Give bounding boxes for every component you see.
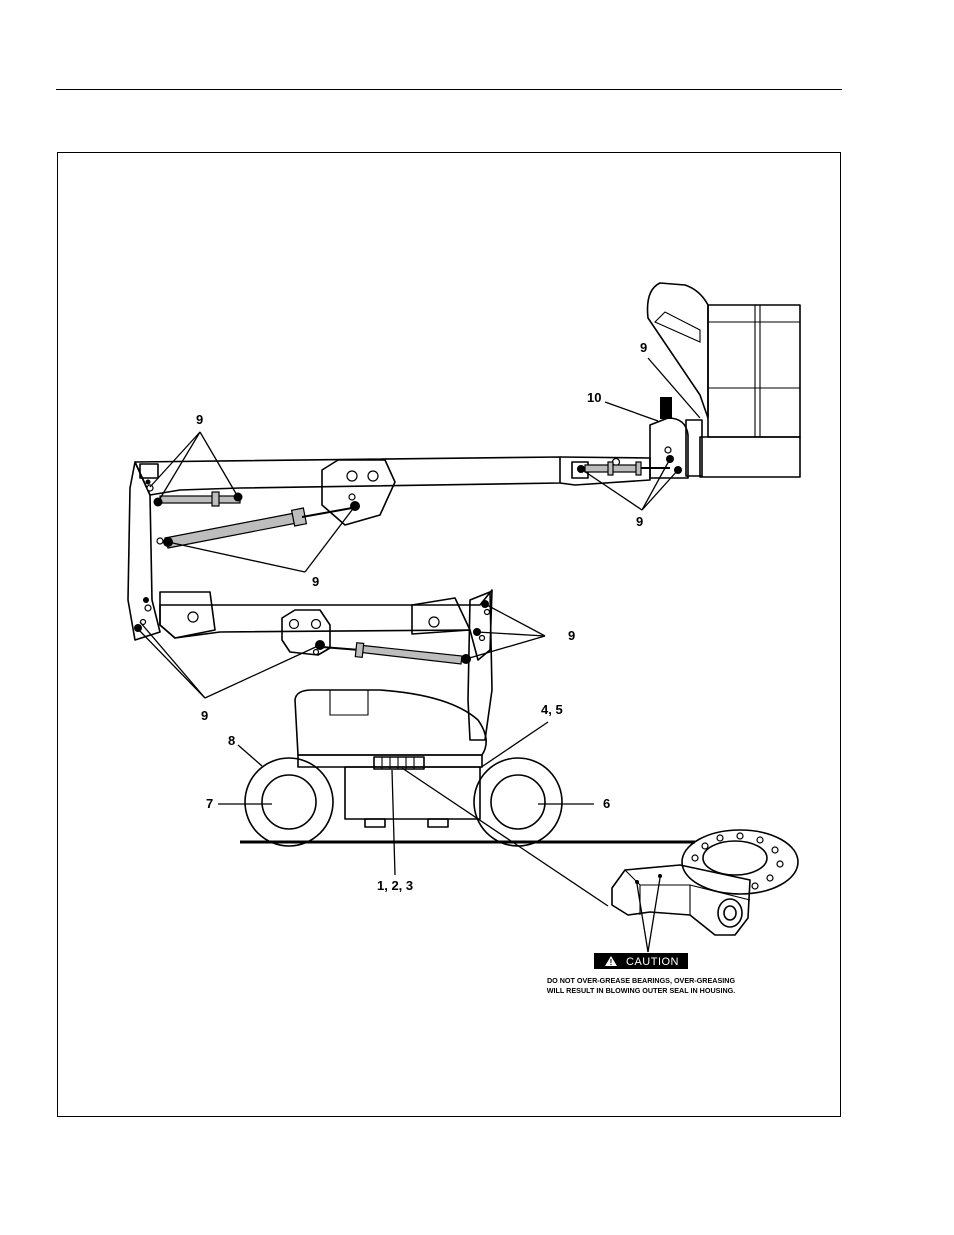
lower-boom [160,590,492,660]
bearing-detail [612,830,798,935]
upper-lift-cylinder [165,508,352,548]
rear-wheel [245,758,333,846]
callout-1-2-3: 1, 2, 3 [377,878,413,893]
callout-7: 7 [206,796,213,811]
callout-9-upper-cylinder: 9 [312,574,319,589]
callout-9-lower-right: 9 [568,628,575,643]
callout-8: 8 [228,733,235,748]
caution-label: CAUTION [626,956,679,968]
callout-9-basket: 9 [640,340,647,355]
jib-cylinder [585,462,670,475]
fitting-riser-top [143,597,149,603]
chassis [295,690,486,827]
callout-4-5: 4, 5 [541,702,563,717]
lower-lift-cylinder [322,643,462,664]
upper-link-cylinder [160,492,240,506]
exclamation-icon: ! [610,958,613,967]
callout-9-lower-left: 9 [201,708,208,723]
caution-panel: ! CAUTION DO NOT OVER-GREASE BEARINGS, O… [547,953,736,995]
caution-line-2: WILL RESULT IN BLOWING OUTER SEAL IN HOU… [547,986,735,995]
callout-9-top-left: 9 [196,412,203,427]
upper-boom [135,457,650,525]
caution-line-1: DO NOT OVER-GREASE BEARINGS, OVER-GREASI… [547,976,736,985]
callout-10: 10 [587,390,601,405]
callout-9-jib: 9 [636,514,643,529]
callout-6: 6 [603,796,610,811]
grease-fittings [134,447,682,664]
front-wheel [474,758,562,846]
fitting-riser-bottom [134,624,142,632]
platform-rotator [650,397,688,478]
riser-link [128,462,160,640]
